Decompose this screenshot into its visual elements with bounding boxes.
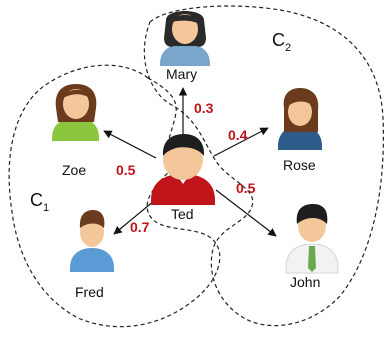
mary-avatar-icon — [160, 11, 210, 66]
fred-name: Fred — [75, 284, 104, 300]
john-name: John — [290, 274, 320, 290]
weight-ted-mary: 0.3 — [194, 100, 214, 116]
ted-avatar-icon — [151, 134, 215, 205]
weight-ted-zoe: 0.5 — [116, 162, 136, 178]
cluster-c1-label: C1 — [30, 190, 49, 214]
zoe-avatar-icon — [52, 84, 99, 141]
fred-avatar-icon — [70, 210, 114, 272]
cluster-c2-label: C2 — [272, 30, 291, 54]
weight-ted-fred: 0.7 — [130, 219, 150, 235]
rose-name: Rose — [283, 157, 316, 173]
weight-ted-john: 0.5 — [236, 180, 256, 196]
edge-ted-john — [215, 189, 277, 237]
ted-name: Ted — [171, 206, 194, 222]
mary-name: Mary — [166, 66, 197, 82]
edge-ted-rose — [213, 127, 269, 157]
edge-ted-zoe — [103, 130, 157, 159]
weight-ted-rose: 0.4 — [228, 127, 248, 143]
cluster-c2-region — [143, 5, 384, 327]
rose-avatar-icon — [278, 88, 322, 150]
zoe-name: Zoe — [62, 162, 86, 178]
john-avatar-icon — [285, 204, 339, 274]
